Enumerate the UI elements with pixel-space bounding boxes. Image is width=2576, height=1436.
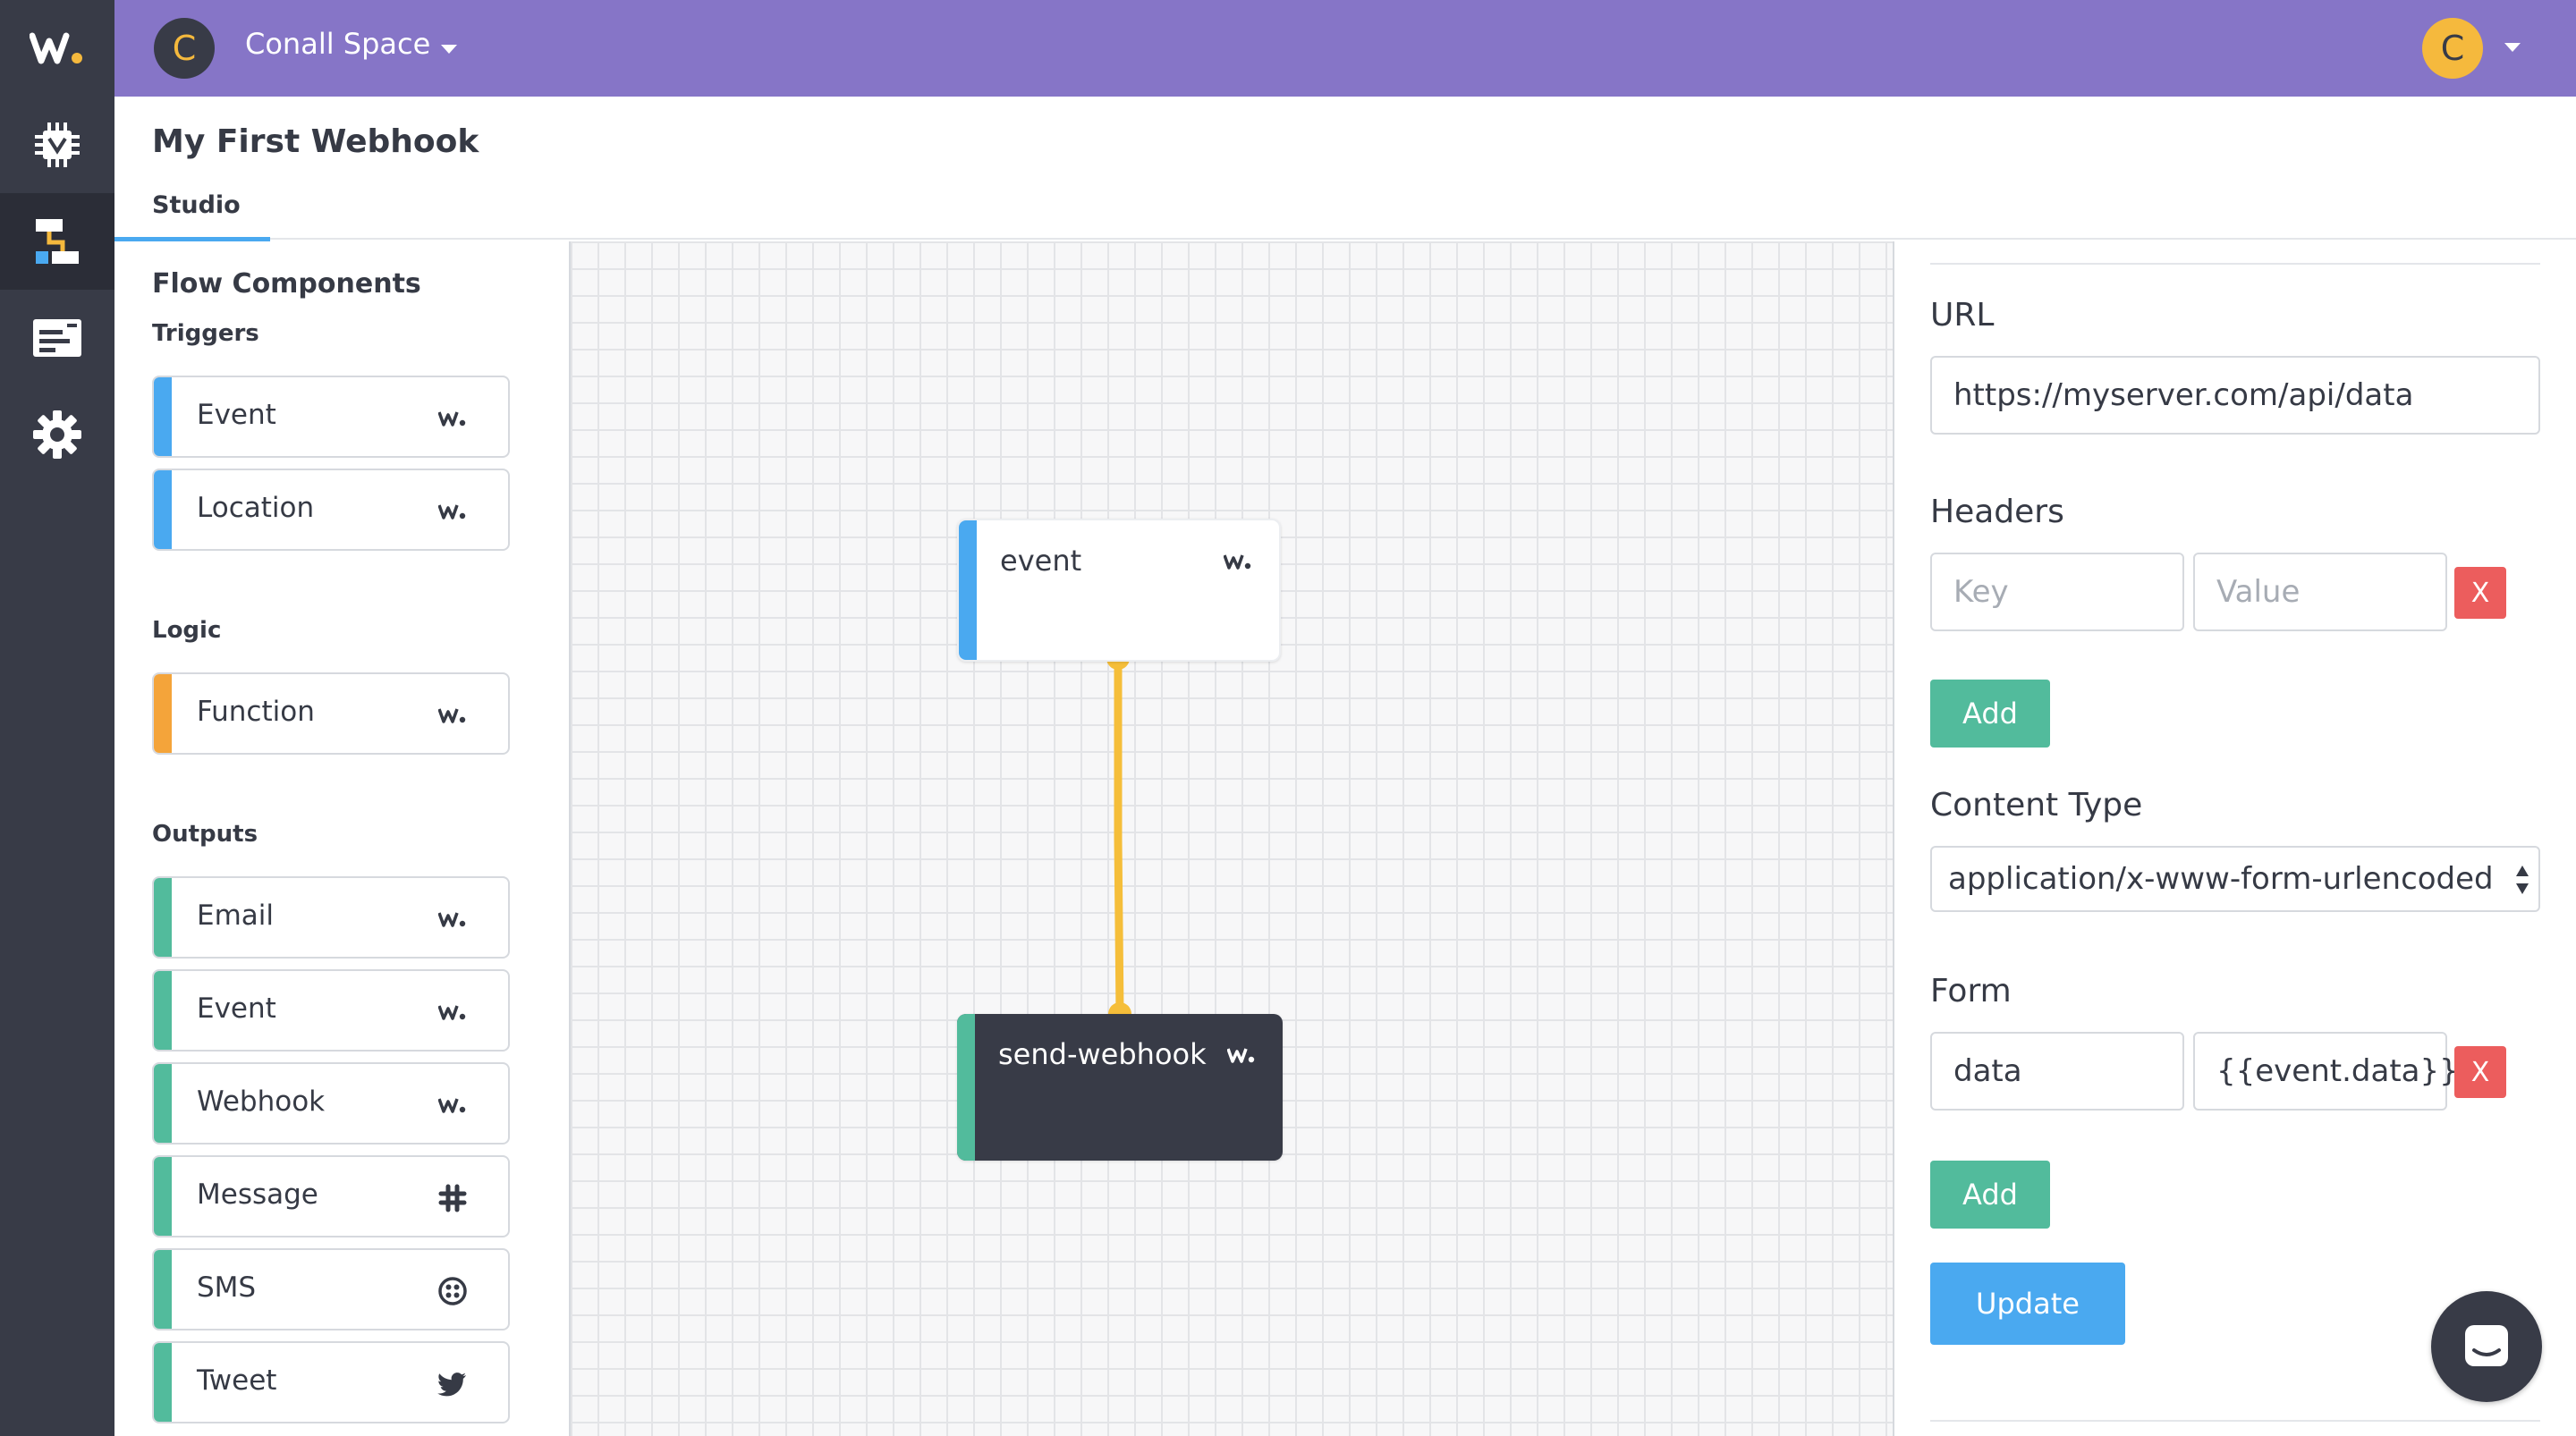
node-label: event — [1000, 544, 1082, 578]
form-value-input[interactable]: {{event.data}} — [2193, 1032, 2459, 1111]
wia-icon — [436, 699, 469, 731]
component-label: Function — [197, 696, 315, 728]
settings-nav-item[interactable] — [0, 386, 114, 483]
chevron-down-icon[interactable] — [441, 45, 457, 54]
url-label: URL — [1930, 297, 1995, 334]
output-color-bar — [154, 1064, 172, 1143]
chevron-down-icon[interactable] — [2504, 43, 2521, 52]
twitter-icon — [436, 1368, 469, 1400]
header-value-input[interactable]: Value — [2193, 553, 2447, 631]
tab-studio[interactable]: Studio — [114, 182, 270, 241]
node-color-bar — [957, 1014, 975, 1161]
wia-icon — [436, 402, 469, 435]
component-output-email[interactable]: Email — [152, 876, 510, 959]
component-label: Location — [197, 492, 315, 524]
flow-canvas[interactable]: event send-webhook — [569, 241, 1894, 1436]
gear-icon — [33, 410, 81, 459]
divider — [1930, 1420, 2540, 1422]
flow-components-title: Flow Components — [152, 268, 421, 300]
wia-icon — [436, 495, 469, 528]
component-label: Webhook — [197, 1085, 326, 1118]
triggers-heading: Triggers — [152, 320, 259, 347]
component-label: Message — [197, 1178, 318, 1211]
page-header: My First Webhook Studio — [114, 97, 2576, 241]
update-button[interactable]: Update — [1930, 1263, 2125, 1345]
output-color-bar — [154, 971, 172, 1050]
component-output-webhook[interactable]: Webhook — [152, 1062, 510, 1145]
flow-components-panel: Flow Components Triggers Event Location … — [114, 241, 569, 1436]
node-color-bar — [959, 520, 977, 660]
trigger-color-bar — [154, 377, 172, 456]
form-key-input[interactable]: data — [1930, 1032, 2184, 1111]
component-logic-function[interactable]: Function — [152, 672, 510, 755]
select-arrows-icon — [2516, 866, 2529, 894]
output-color-bar — [154, 1157, 172, 1236]
left-nav-rail — [0, 0, 114, 1436]
headers-label: Headers — [1930, 494, 2064, 530]
logic-heading: Logic — [152, 617, 222, 644]
wia-icon — [436, 996, 469, 1028]
component-label: Event — [197, 993, 276, 1025]
component-trigger-location[interactable]: Location — [152, 469, 510, 551]
url-input[interactable]: https://myserver.com/api/data — [1930, 356, 2540, 435]
node-send-webhook[interactable]: send-webhook — [957, 1014, 1283, 1161]
space-switcher[interactable]: Conall Space — [245, 27, 431, 61]
wia-logo-icon[interactable] — [0, 0, 114, 97]
trigger-color-bar — [154, 470, 172, 549]
content-type-label: Content Type — [1930, 787, 2143, 824]
slack-icon — [436, 1182, 469, 1214]
node-event[interactable]: event — [957, 519, 1281, 662]
flows-nav-item[interactable] — [0, 193, 114, 290]
component-output-event[interactable]: Event — [152, 969, 510, 1052]
component-label: Event — [197, 399, 276, 431]
component-output-tweet[interactable]: Tweet — [152, 1341, 510, 1423]
node-label: send-webhook — [998, 1037, 1207, 1071]
add-header-button[interactable]: Add — [1930, 680, 2050, 748]
output-color-bar — [154, 878, 172, 957]
twilio-icon — [436, 1275, 469, 1307]
devices-nav-item[interactable] — [0, 97, 114, 193]
chat-launcher[interactable] — [2431, 1291, 2542, 1402]
flow-icon — [36, 219, 79, 264]
component-output-sms[interactable]: SMS — [152, 1248, 510, 1330]
page-title: My First Webhook — [152, 123, 479, 160]
component-trigger-event[interactable]: Event — [152, 376, 510, 458]
component-label: Email — [197, 900, 275, 932]
wia-icon — [1225, 1041, 1258, 1069]
content-type-value: application/x-www-form-urlencoded — [1948, 861, 2494, 897]
active-tab-indicator — [114, 237, 270, 241]
component-label: Tweet — [197, 1364, 277, 1397]
output-color-bar — [154, 1343, 172, 1422]
component-output-message[interactable]: Message — [152, 1155, 510, 1237]
log-icon — [33, 319, 81, 357]
wia-icon — [436, 1089, 469, 1121]
add-form-field-button[interactable]: Add — [1930, 1161, 2050, 1229]
logic-color-bar — [154, 674, 172, 753]
space-avatar[interactable]: C — [154, 18, 215, 79]
component-label: SMS — [197, 1271, 257, 1304]
chat-icon — [2465, 1325, 2508, 1366]
top-bar: C Conall Space C — [114, 0, 2576, 97]
form-label: Form — [1930, 973, 2012, 1009]
content-type-select[interactable]: application/x-www-form-urlencoded — [1930, 846, 2540, 912]
outputs-heading: Outputs — [152, 821, 258, 848]
remove-header-button[interactable]: X — [2454, 567, 2506, 619]
output-color-bar — [154, 1250, 172, 1329]
divider — [1930, 263, 2540, 265]
user-avatar[interactable]: C — [2422, 18, 2483, 79]
wia-icon — [1222, 547, 1254, 576]
tab-studio-label: Studio — [152, 191, 241, 219]
logs-nav-item[interactable] — [0, 290, 114, 386]
remove-form-field-button[interactable]: X — [2454, 1046, 2506, 1098]
node-connector — [1106, 646, 1131, 1026]
chip-icon — [35, 122, 80, 167]
node-config-panel: URL https://myserver.com/api/data Header… — [1894, 241, 2576, 1436]
header-key-input[interactable]: Key — [1930, 553, 2184, 631]
wia-icon — [436, 903, 469, 935]
